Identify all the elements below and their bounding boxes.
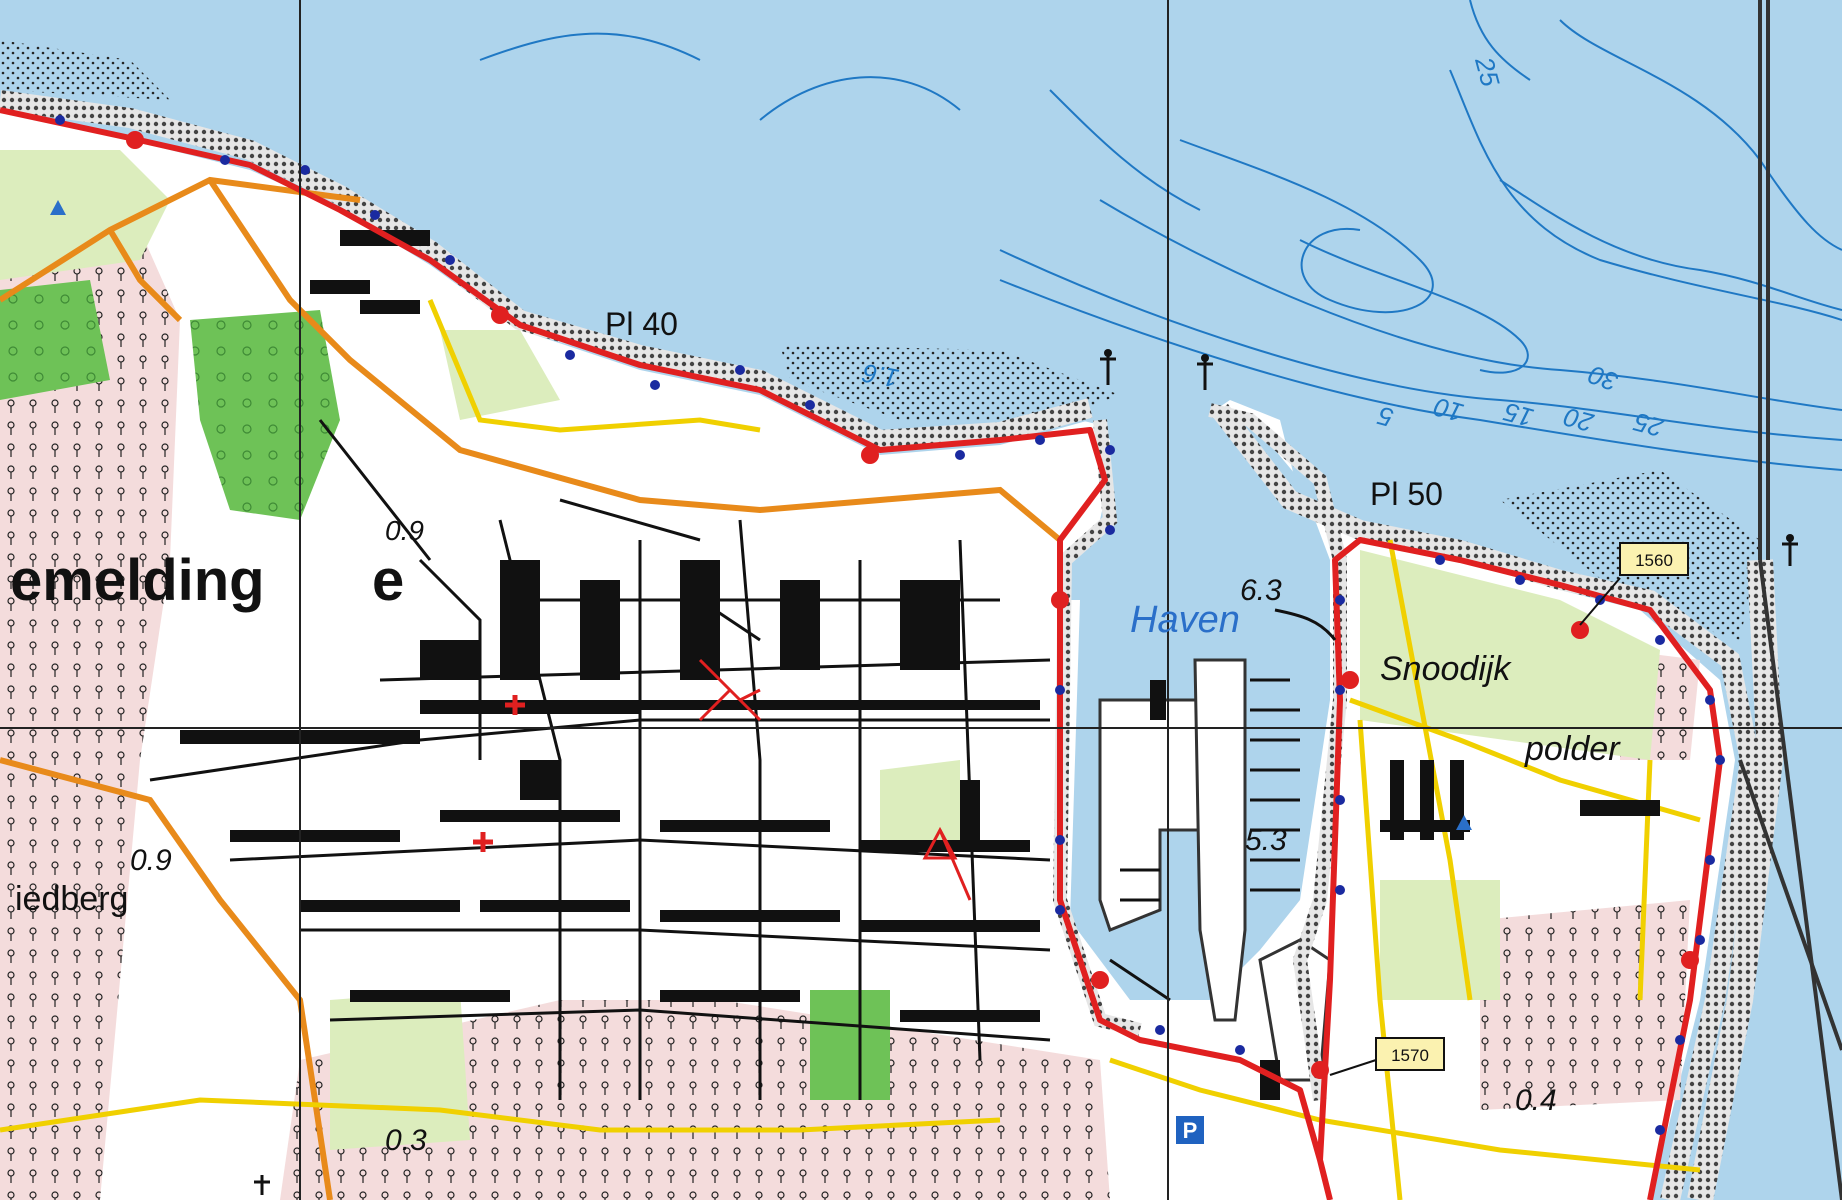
- harbour-central-pier: [1193, 658, 1247, 1022]
- town-name-tail: e: [372, 548, 404, 613]
- cycle-route-line-east: [1317, 537, 1723, 1200]
- meadow-polder: [1360, 550, 1660, 760]
- red-route-marker: [698, 658, 762, 722]
- meadow-northwest: [0, 150, 170, 280]
- height-0-4: 0.4: [1515, 1084, 1557, 1117]
- pier-50-label: Pl 50: [1370, 476, 1443, 512]
- depth-arrow: [1274, 608, 1337, 641]
- orchard-area-west: [0, 230, 180, 1200]
- major-roads: [0, 176, 1062, 1200]
- route-markers: [55, 115, 1725, 1135]
- park-area: [880, 760, 960, 850]
- height-0-9-a: 0.9: [385, 515, 424, 546]
- church-cross-icon: [473, 695, 525, 852]
- tidal-flat-northwest: [0, 40, 170, 100]
- height-0-9-b: 0.9: [130, 844, 172, 877]
- snoodijk-label: Snoodijk: [1380, 650, 1512, 688]
- svg-text:1.6: 1.6: [860, 358, 901, 394]
- forest-area-2: [0, 280, 110, 400]
- svg-text:1560: 1560: [1635, 551, 1673, 570]
- polder-label: polder: [1524, 730, 1621, 768]
- boundary-lines: [1738, 0, 1842, 1200]
- depth-contours: [479, 0, 1842, 471]
- height-0-3: 0.3: [385, 1124, 427, 1157]
- cemetery-cross-icon: [254, 1175, 270, 1195]
- town-name: emelding: [10, 548, 265, 613]
- blue-triangle-icon: [50, 200, 1472, 830]
- svg-text:1570: 1570: [1391, 1046, 1429, 1065]
- campsite-tent-icon: [922, 826, 972, 901]
- pier-40-label: Pl 40: [605, 306, 678, 342]
- sports-field: [810, 990, 890, 1100]
- breakwater-east: [1687, 559, 1784, 1200]
- liedberg-label: iedberg: [15, 880, 128, 918]
- cycle-route-line: [0, 107, 1333, 1200]
- forest-area: [190, 310, 340, 520]
- depth-6-3: 6.3: [1240, 574, 1282, 607]
- km-marker-1560: 1560: [1579, 542, 1689, 626]
- beacon-light-icon: [1100, 349, 1798, 566]
- sea-dike-west: [0, 90, 1093, 451]
- haven-label: Haven: [1130, 599, 1240, 641]
- orchard-area-south: [280, 1000, 1110, 1200]
- route-waypoints: [126, 131, 1699, 1079]
- tidal-flat-north: [780, 345, 1120, 420]
- meadow-south-east: [1380, 880, 1500, 1000]
- parking-label: P: [1183, 1118, 1198, 1143]
- parking-icon: P: [1174, 1114, 1206, 1146]
- orchard-area-east: [1480, 900, 1690, 1110]
- harbour-jetties: [1109, 678, 1300, 1002]
- depth-5-3: 5.3: [1245, 824, 1287, 857]
- km-marker-1570: 1570: [1329, 1037, 1445, 1076]
